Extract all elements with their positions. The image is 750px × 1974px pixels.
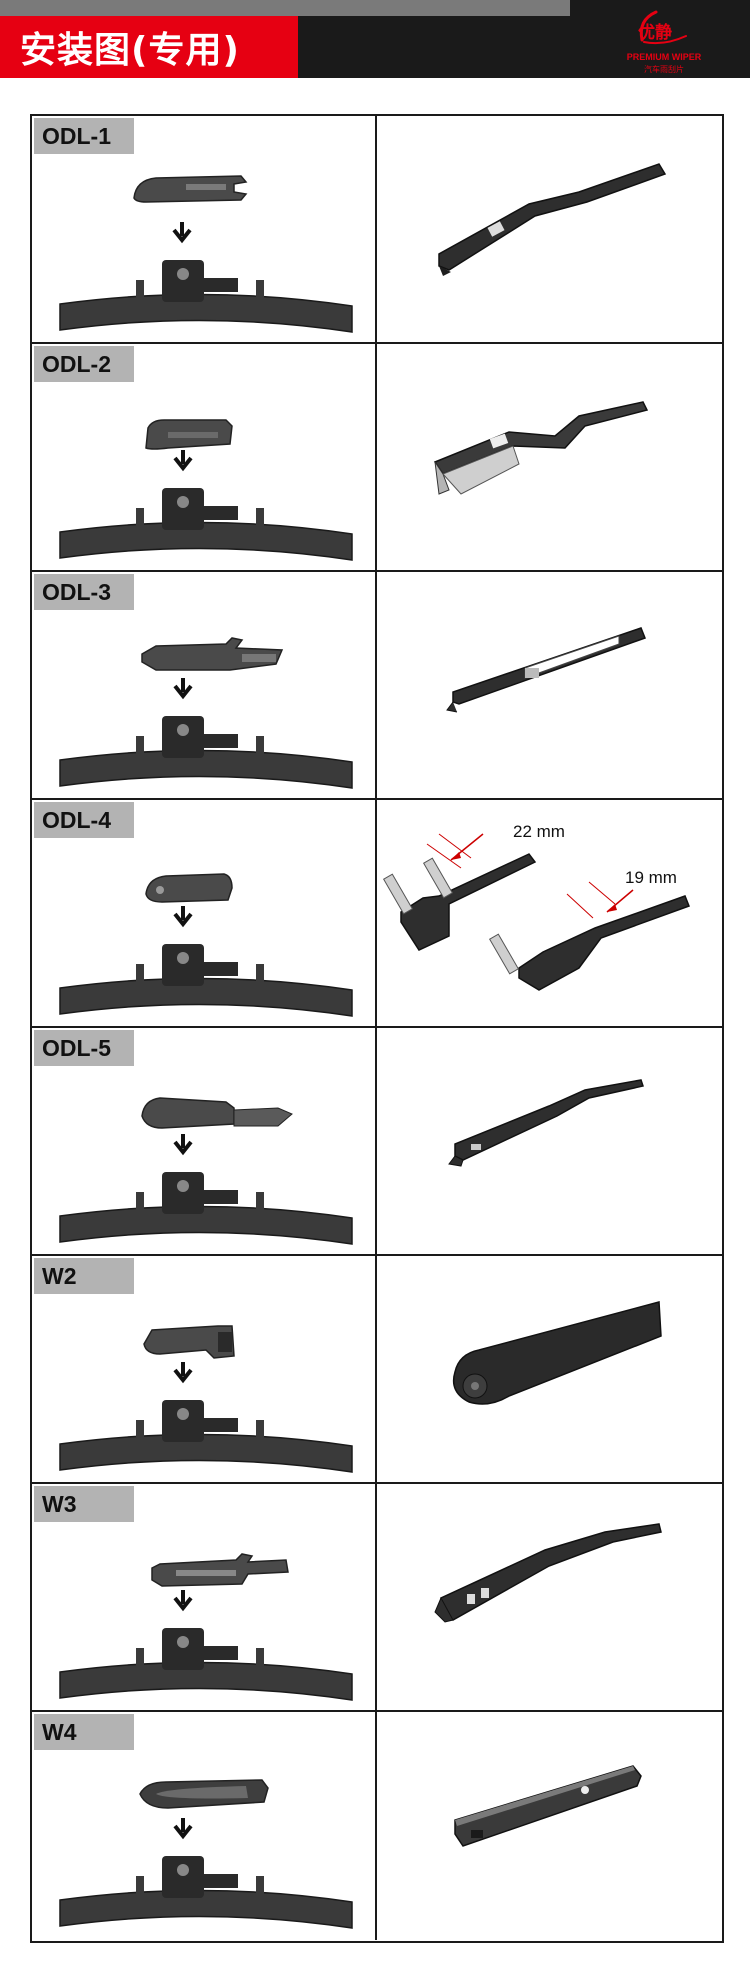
model-label: ODL-1 bbox=[42, 122, 111, 149]
wiper-arm-w3-image bbox=[434, 1523, 662, 1623]
adapter-cell: ODL-4 bbox=[32, 800, 377, 1026]
model-label: ODL-4 bbox=[42, 806, 111, 833]
logo-brand-text: 优静 bbox=[638, 23, 672, 43]
model-label-box: W2 bbox=[34, 1258, 134, 1294]
table-row: W3 bbox=[32, 1484, 722, 1712]
model-label: ODL-5 bbox=[42, 1034, 111, 1061]
model-label-box: ODL-2 bbox=[34, 346, 134, 382]
table-row: ODL-2 bbox=[32, 344, 722, 572]
adapter-cell: ODL-5 bbox=[32, 1028, 377, 1254]
model-label: ODL-3 bbox=[42, 578, 111, 605]
wiper-arm-odl4-image bbox=[382, 833, 690, 991]
adapter-cell: W4 bbox=[32, 1712, 377, 1940]
adapter-odl4-illustration bbox=[59, 873, 353, 1017]
installation-table: ODL-1 ODL-2 bbox=[30, 114, 724, 1943]
wiper-arm-cell bbox=[379, 1256, 722, 1482]
adapter-cell: W3 bbox=[32, 1484, 377, 1710]
page-title: 安装图(专用) bbox=[20, 30, 240, 71]
measurement-22mm: 22 mm bbox=[513, 822, 565, 841]
wiper-arm-cell bbox=[379, 116, 722, 342]
adapter-cell: ODL-3 bbox=[32, 572, 377, 798]
table-row: W2 bbox=[32, 1256, 722, 1484]
adapter-cell: ODL-2 bbox=[32, 344, 377, 570]
adapter-cell: W2 bbox=[32, 1256, 377, 1482]
wiper-arm-cell bbox=[379, 344, 722, 570]
adapter-odl5-illustration bbox=[59, 1097, 353, 1245]
model-label: W4 bbox=[42, 1718, 77, 1745]
model-label-box: W3 bbox=[34, 1486, 134, 1522]
wiper-arm-cell bbox=[379, 1712, 722, 1940]
page-header: 安装图(专用) 优静 PREMIUM WIPER 汽车雨刮片 bbox=[0, 0, 750, 78]
wiper-arm-cell bbox=[379, 1484, 722, 1710]
measurement-19mm: 19 mm bbox=[625, 868, 677, 887]
wiper-arm-w2-image bbox=[452, 1301, 662, 1405]
adapter-odl3-illustration bbox=[59, 637, 353, 789]
adapter-odl2-illustration bbox=[59, 419, 353, 561]
table-row: ODL-5 bbox=[32, 1028, 722, 1256]
brand-logo: 优静 PREMIUM WIPER 汽车雨刮片 bbox=[604, 6, 724, 74]
wiper-arm-odl5-image bbox=[448, 1079, 644, 1167]
table-row: W4 bbox=[32, 1712, 722, 1940]
table-row: ODL-1 bbox=[32, 116, 722, 344]
wiper-arm-cell bbox=[379, 572, 722, 798]
wiper-arm-odl2-image bbox=[433, 401, 649, 495]
wiper-arm-odl3-image bbox=[446, 627, 646, 713]
table-row: ODL-4 bbox=[32, 800, 722, 1028]
header-top-stripe bbox=[0, 0, 570, 16]
adapter-w2-illustration bbox=[59, 1325, 353, 1473]
logo-swoosh-icon bbox=[639, 10, 687, 45]
adapter-w4-illustration bbox=[59, 1779, 353, 1929]
model-label: W2 bbox=[42, 1262, 77, 1289]
model-label-box: ODL-3 bbox=[34, 574, 134, 610]
model-label-box: ODL-5 bbox=[34, 1030, 134, 1066]
model-label: W3 bbox=[42, 1490, 77, 1517]
table-row: ODL-3 bbox=[32, 572, 722, 800]
logo-subtitle: PREMIUM WIPER bbox=[626, 52, 702, 62]
wiper-arm-cell bbox=[379, 1028, 722, 1254]
model-label-box: ODL-4 bbox=[34, 802, 134, 838]
adapter-cell: ODL-1 bbox=[32, 116, 377, 342]
title-banner: 安装图(专用) bbox=[0, 16, 298, 78]
logo-subtitle-cn: 汽车雨刮片 bbox=[644, 65, 684, 74]
model-label: ODL-2 bbox=[42, 350, 111, 377]
wiper-arm-cell: 22 mm 19 mm bbox=[379, 800, 722, 1026]
model-label-box: W4 bbox=[34, 1714, 134, 1750]
wiper-arm-w4-image bbox=[454, 1765, 642, 1847]
model-label-box: ODL-1 bbox=[34, 118, 134, 154]
adapter-odl1-illustration bbox=[59, 175, 353, 333]
wiper-arm-odl1-image bbox=[438, 163, 667, 276]
adapter-w3-illustration bbox=[59, 1553, 353, 1701]
